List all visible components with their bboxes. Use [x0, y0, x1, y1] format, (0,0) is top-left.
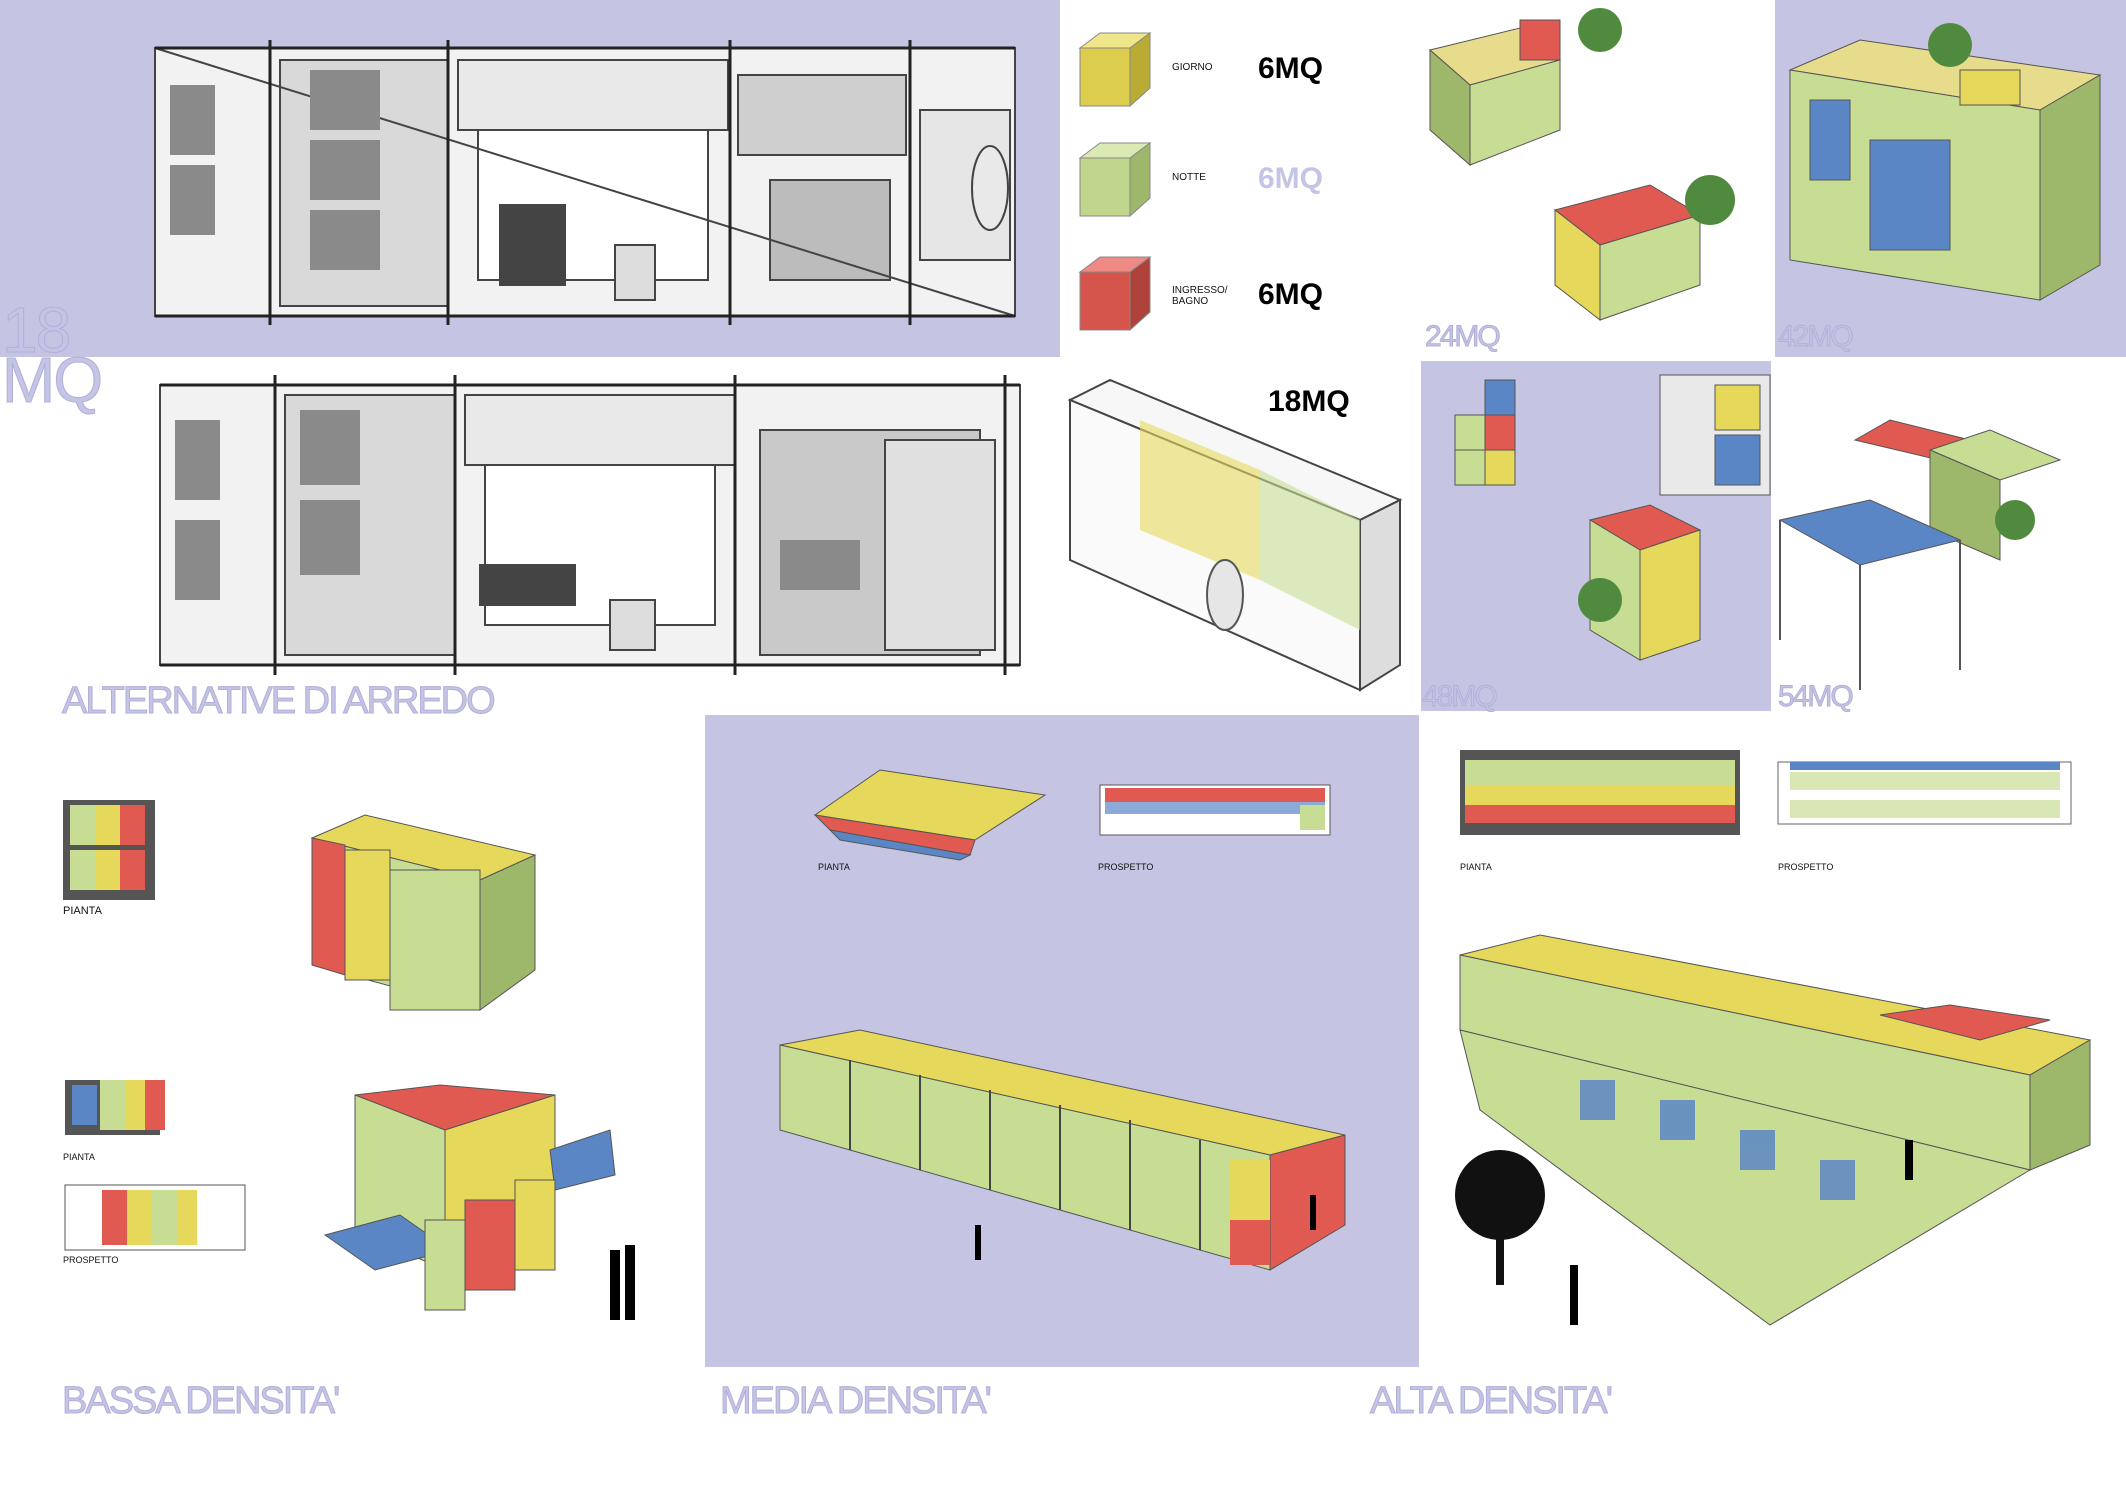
main-title-unit: MQ	[1, 344, 103, 416]
bassa-pianta-2-label: PIANTA	[63, 1152, 95, 1162]
label-alta-densita: ALTA DENSITA'	[1370, 1380, 1614, 1423]
label-alternative-arredo: ALTERNATIVE DI ARREDO	[62, 680, 497, 723]
legend-area-giorno: 6MQ	[1258, 52, 1324, 85]
legend-cube-notte	[1078, 142, 1152, 218]
alta-pianta-label: PIANTA	[1460, 862, 1492, 872]
media-prospetto-label: PROSPETTO	[1098, 862, 1154, 872]
label-24mq: 24MQ	[1425, 320, 1502, 354]
legend-cube-ingresso	[1078, 256, 1152, 332]
label-media-densita: MEDIA DENSITA'	[720, 1380, 993, 1423]
legend-area-notte: 6MQ	[1258, 162, 1324, 195]
legend-label-ingresso: INGRESSO/ BAGNO	[1172, 285, 1228, 307]
legend-area-ingresso: 6MQ	[1258, 278, 1324, 311]
legend-label-notte: NOTTE	[1172, 172, 1206, 183]
main-title-number: 18	[1, 294, 71, 366]
media-pianta-label: PIANTA	[818, 862, 850, 872]
label-bassa-densita: BASSA DENSITA'	[61, 1380, 340, 1423]
alta-prospetto-label: PROSPETTO	[1778, 862, 1834, 872]
legend-cube-giorno	[1078, 32, 1152, 108]
iso-label: 18MQ	[1268, 385, 1350, 418]
label-42mq: 42MQ	[1778, 320, 1855, 354]
bassa-prospetto-label: PROSPETTO	[63, 1255, 119, 1265]
label-54mq: 54MQ	[1778, 680, 1855, 714]
label-48mq: 48MQ	[1422, 680, 1499, 714]
bassa-pianta-label: PIANTA	[63, 905, 102, 917]
legend-label-giorno: GIORNO	[1172, 62, 1213, 73]
